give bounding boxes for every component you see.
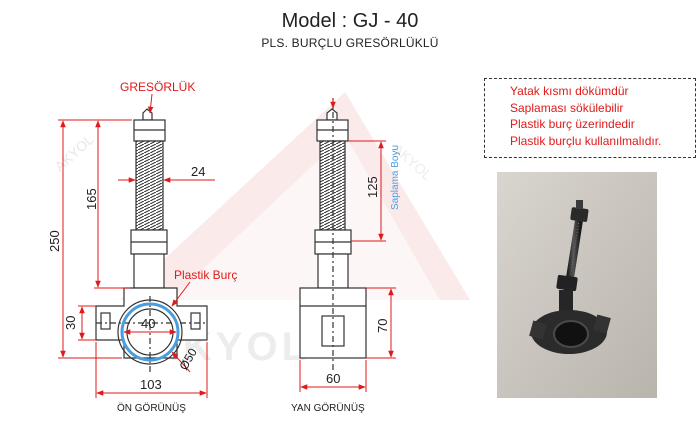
dim-103: 103 [140, 377, 162, 392]
product-photo [497, 172, 657, 398]
note-line-4: Plastik burçlu kullanılmalıdır. [510, 133, 662, 148]
note-line-3: Plastik burç üzerindedir [510, 117, 635, 131]
side-dimensions [299, 98, 396, 392]
dim-165: 165 [84, 188, 99, 210]
dim-24: 24 [191, 164, 205, 179]
front-view [95, 108, 208, 372]
dim-30: 30 [63, 316, 78, 330]
front-dimensions [58, 93, 215, 398]
dim-40: 40 [141, 316, 155, 331]
note-line-1: Yatak kısmı dökümdür [510, 84, 629, 98]
dim-125: 125 [365, 176, 380, 198]
gresorluk-label: GRESÖRLÜK [120, 80, 195, 94]
dim-70: 70 [375, 319, 390, 333]
dim-60: 60 [326, 371, 340, 386]
side-view-caption: YAN GÖRÜNÜŞ [291, 402, 365, 414]
model-title: Model : GJ - 40 [281, 10, 419, 32]
front-view-caption: ÖN GÖRÜNÜŞ [117, 402, 186, 414]
note-line-2: Saplaması sökülebilir [510, 100, 624, 115]
model-subtitle: PLS. BURÇLU GRESÖRLÜKLÜ [261, 36, 439, 50]
plastik-burc-label: Plastik Burç [174, 268, 237, 282]
side-labels: 125 Saplama Boyu 70 60 YAN GÖRÜNÜŞ [291, 145, 401, 414]
side-view [299, 98, 367, 372]
saplama-boyu-label: Saplama Boyu [390, 145, 401, 210]
svg-text:AKYOL: AKYOL [51, 131, 97, 174]
dim-250: 250 [47, 230, 62, 252]
product-photo-drawing [497, 172, 657, 398]
notes-box: Yatak kısmı dökümdür Saplaması sökülebil… [484, 78, 696, 158]
